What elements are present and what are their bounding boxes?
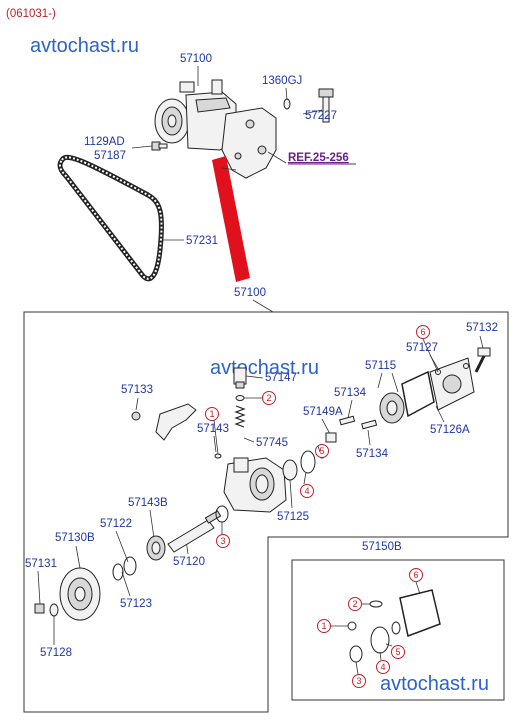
callout-number: 6 xyxy=(420,327,425,337)
label-bolt-code: 1360GJ xyxy=(262,75,302,87)
callout-leader xyxy=(303,471,307,485)
bolt-illustration xyxy=(283,88,334,123)
callout-number: 5 xyxy=(319,446,324,456)
callout-leader xyxy=(415,581,421,595)
callout-circle xyxy=(409,568,423,582)
callout-number: 2 xyxy=(266,393,271,403)
kit-frame xyxy=(291,559,505,701)
label-screw: 57187 xyxy=(94,150,126,162)
bolt-57132-illustration xyxy=(477,347,491,357)
label-57147: 57147 xyxy=(265,372,297,384)
detail-frame xyxy=(23,311,509,713)
label-57132: 57132 xyxy=(466,322,498,334)
screw-illustration xyxy=(151,141,168,151)
pin-57134a-illustration xyxy=(339,415,356,426)
label-57120: 57120 xyxy=(173,556,205,568)
callout-number: 1 xyxy=(209,409,214,419)
red-arrow-icon xyxy=(212,156,250,282)
label-57143b: 57143B xyxy=(128,497,168,509)
catalog-code: (061031-) xyxy=(6,8,56,20)
cover-plate-illustration xyxy=(429,357,475,411)
valve-57147-illustration xyxy=(233,367,247,389)
label-57128: 57128 xyxy=(40,647,72,659)
callout-number: 2 xyxy=(352,599,357,609)
kit-oring-4-illustration xyxy=(370,626,390,654)
label-57134-b: 57134 xyxy=(356,448,389,460)
callout-leader xyxy=(379,651,382,661)
kit-oring-2-illustration xyxy=(369,600,383,608)
label-57150b: 57150B xyxy=(362,541,402,553)
label-57122: 57122 xyxy=(100,518,132,530)
kit-seal-3-illustration xyxy=(349,645,363,663)
oring-2-illustration xyxy=(235,395,245,401)
pin-57134-illustration xyxy=(361,419,378,430)
label-57125: 57125 xyxy=(277,511,309,523)
kit-gasket-illustration xyxy=(399,589,441,638)
callout-circle xyxy=(352,674,366,688)
callout-leader xyxy=(385,643,393,647)
bushing-57149a-illustration xyxy=(325,432,337,443)
ref-link[interactable]: REF.25-256 xyxy=(288,152,349,164)
callout-leader xyxy=(317,445,321,453)
callout-circle xyxy=(300,484,314,498)
callout-number: 3 xyxy=(220,536,225,546)
watermark-top: avtochast.ru xyxy=(30,35,139,57)
callout-number: 3 xyxy=(356,676,361,686)
callout-leader xyxy=(355,661,359,675)
ring-57122-illustration xyxy=(123,556,137,576)
suction-fitting-illustration xyxy=(131,403,197,441)
gasket-illustration xyxy=(401,370,435,418)
label-57133: 57133 xyxy=(121,384,153,396)
callout-number: 1 xyxy=(321,621,326,631)
oring-4-illustration xyxy=(300,450,316,474)
label-bolt: 57227 xyxy=(305,110,337,122)
label-57134-a: 57134 xyxy=(334,387,367,399)
label-57127: 57127 xyxy=(406,342,438,354)
label-57131: 57131 xyxy=(25,558,57,570)
callout-circle xyxy=(391,645,405,659)
watermark-bottom: avtochast.ru xyxy=(380,673,489,695)
label-screw-code: 1129AD xyxy=(84,136,125,148)
label-57115: 57115 xyxy=(365,360,396,372)
callout-circle xyxy=(348,597,362,611)
pump-housing-illustration xyxy=(223,457,287,513)
nut-57131-illustration xyxy=(34,603,45,614)
label-57123: 57123 xyxy=(120,598,152,610)
oring-1-illustration xyxy=(214,453,222,459)
callout-leader xyxy=(422,338,439,373)
washer-57128-illustration xyxy=(49,603,59,617)
callout-number: 6 xyxy=(413,570,418,580)
callout-circle xyxy=(205,407,219,421)
spring-57745-illustration xyxy=(234,405,246,428)
callout-circle xyxy=(416,325,430,339)
label-57126a: 57126A xyxy=(430,424,470,436)
label-57143: 57143 xyxy=(197,423,229,435)
kit-oring-5-illustration xyxy=(391,621,401,635)
drive-belt-illustration xyxy=(57,154,164,282)
kit-oring-1-illustration xyxy=(347,621,357,631)
callout-leader xyxy=(213,419,219,455)
callout-circle xyxy=(317,619,331,633)
callout-number: 4 xyxy=(304,486,309,496)
label-belt: 57231 xyxy=(186,235,218,247)
shaft-illustration xyxy=(167,510,222,553)
label-pump: 57100 xyxy=(180,53,212,65)
label-57130b: 57130B xyxy=(55,532,95,544)
pulley-57130b-illustration xyxy=(59,567,101,621)
callout-number: 5 xyxy=(395,647,400,657)
ring-57123-illustration xyxy=(112,563,124,581)
rotor-illustration xyxy=(379,392,405,424)
label-57149a: 57149A xyxy=(303,406,343,418)
callout-number: 4 xyxy=(380,662,385,672)
label-57745: 57745 xyxy=(256,437,288,449)
callout-circle xyxy=(376,660,390,674)
callout-circle xyxy=(216,534,230,548)
callout-circle xyxy=(262,391,276,405)
bracket-illustration xyxy=(221,107,277,179)
label-assembly: 57100 xyxy=(234,287,266,299)
ring-57125-illustration xyxy=(282,459,298,481)
